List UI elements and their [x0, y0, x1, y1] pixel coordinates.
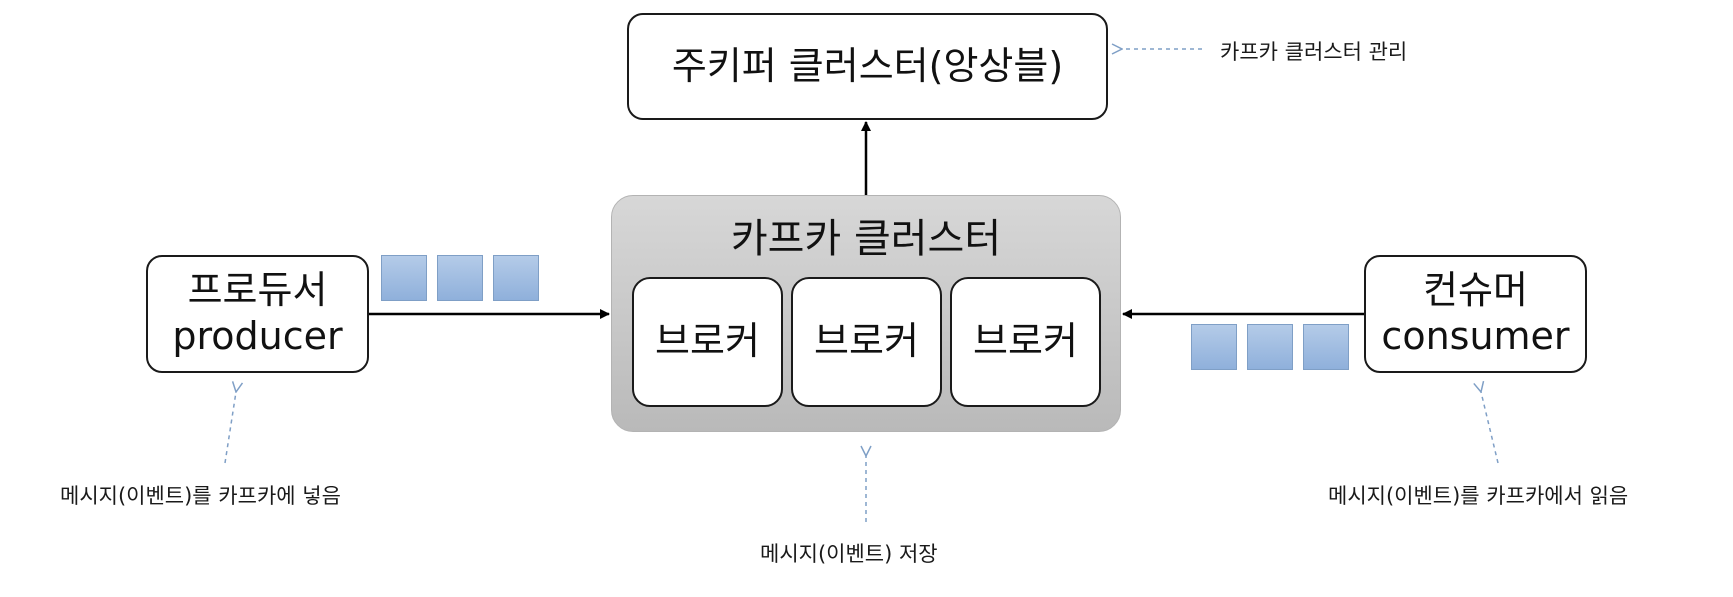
- consumer-message-block: [1191, 324, 1237, 370]
- producer-english-label: producer: [172, 314, 343, 358]
- consumer-english-label: consumer: [1381, 314, 1570, 358]
- broker-box-2: 브로커: [791, 277, 942, 407]
- consumer-message-block: [1247, 324, 1293, 370]
- producer-message-block: [493, 255, 539, 301]
- broker-box-3: 브로커: [950, 277, 1101, 407]
- producer-annotation: 메시지(이벤트)를 카프카에 넣음: [60, 484, 341, 508]
- consumer-box: 컨슈머 consumer: [1364, 255, 1587, 373]
- producer-message-block: [381, 255, 427, 301]
- broker-box-1: 브로커: [632, 277, 783, 407]
- producer-message-block: [437, 255, 483, 301]
- zookeeper-cluster-box: 주키퍼 클러스터(앙상블): [627, 13, 1108, 120]
- broker-label: 브로커: [655, 319, 760, 364]
- storage-annotation: 메시지(이벤트) 저장: [760, 542, 938, 566]
- producer-korean-label: 프로듀서: [187, 268, 328, 313]
- producer-note-arrow: [224, 392, 236, 464]
- consumer-message-block: [1303, 324, 1349, 370]
- broker-label: 브로커: [973, 319, 1078, 364]
- zookeeper-annotation: 카프카 클러스터 관리: [1220, 40, 1408, 64]
- kafka-cluster-title: 카프카 클러스터: [730, 216, 1002, 262]
- broker-label: 브로커: [814, 319, 919, 364]
- consumer-korean-label: 컨슈머: [1423, 268, 1528, 313]
- producer-box: 프로듀서 producer: [146, 255, 369, 373]
- consumer-annotation: 메시지(이벤트)를 카프카에서 읽음: [1328, 484, 1629, 508]
- zookeeper-cluster-label: 주키퍼 클러스터(앙상블): [671, 43, 1064, 88]
- consumer-note-arrow: [1481, 392, 1499, 464]
